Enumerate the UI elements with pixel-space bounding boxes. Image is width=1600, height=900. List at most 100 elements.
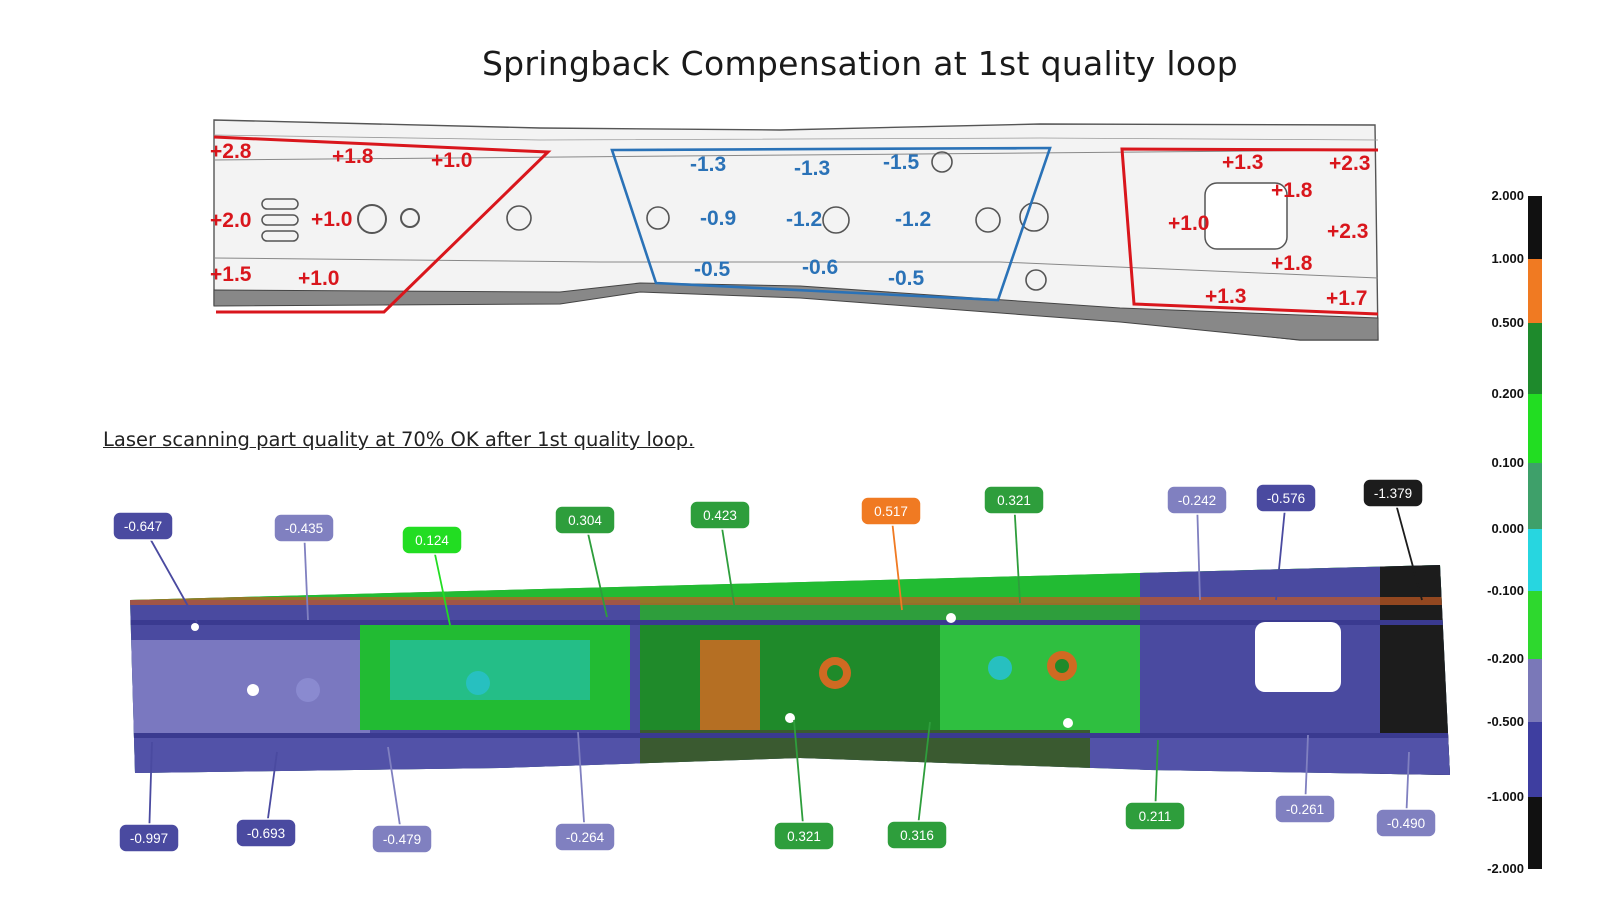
scale-band [1528,463,1542,529]
page-title: Springback Compensation at 1st quality l… [481,44,1239,83]
scale-tick-label: -0.100 [1487,583,1524,598]
callout-box [1362,478,1424,508]
compensation-value-right: +1.8 [1271,252,1313,275]
compensation-value-middle: -1.3 [794,157,830,180]
scale-band [1528,722,1542,797]
callout-leader [1013,499,1021,604]
scale-tick-label: -0.500 [1487,714,1524,729]
deviation-callout: 0.321 [773,719,835,851]
callout-value: 0.423 [703,508,737,523]
compensation-value-middle: -0.9 [700,207,736,230]
deviation-callout: -0.490 [1375,751,1437,838]
compensation-zone-right [1120,147,1379,316]
compensation-value-left: +1.0 [298,267,339,290]
callout-leader [793,719,805,837]
compensation-value-left: +1.5 [210,263,252,286]
compensation-value-left: +1.8 [332,145,374,168]
compensation-value-middle: -1.2 [895,208,931,231]
callout-value: -1.379 [1374,486,1412,501]
deviation-callout: 0.423 [689,500,751,611]
callout-box [1375,808,1437,838]
compensation-value-middle: -1.5 [883,151,920,174]
scale-tick-label: -2.000 [1487,861,1524,876]
callout-leader [584,519,608,618]
callout-value: -0.261 [1286,802,1324,817]
compensation-zone-left [213,135,552,314]
deviation-callout: -0.576 [1255,483,1317,601]
deviation-callout: 0.304 [554,505,616,618]
callout-value: 0.124 [415,533,449,548]
scale-band [1528,591,1542,659]
deviation-callout: -1.379 [1362,478,1424,601]
deviation-callout: -0.261 [1274,734,1336,824]
compensation-value-right: +2.3 [1329,152,1370,175]
deviation-callout: 0.211 [1124,739,1186,831]
compensation-value-middle: -1.3 [690,153,726,176]
callout-box [983,485,1045,515]
compensation-value-left: +2.0 [210,209,251,232]
deviation-callout: -0.264 [554,731,616,852]
callout-value: -0.647 [124,519,162,534]
callout-leader [1275,497,1287,601]
scale-band [1528,529,1542,591]
scan-caption: Laser scanning part quality at 70% OK af… [103,428,695,451]
compensation-value-left: +1.0 [311,208,352,231]
scale-band [1528,196,1542,259]
callout-value: -0.576 [1267,491,1305,506]
callout-leader [142,525,198,623]
scale-band [1528,394,1542,463]
callout-box [273,513,335,543]
scale-tick-label: -1.000 [1487,789,1524,804]
callout-value: 0.321 [997,493,1031,508]
callout-value: 0.316 [900,828,934,843]
callout-box [689,500,751,530]
callout-box [371,824,433,854]
callout-box [886,820,948,850]
callout-box [118,823,180,853]
compensation-value-right: +1.3 [1205,285,1246,308]
callout-box [1124,801,1186,831]
scale-tick-label: 0.500 [1491,315,1524,330]
deviation-callout: -0.647 [112,511,198,623]
callout-value: 0.517 [874,504,908,519]
scale-tick-label: 0.200 [1491,386,1524,401]
compensation-value-middle: -0.6 [802,256,838,279]
deviation-callout: -0.479 [371,746,433,854]
callout-value: 0.304 [568,513,602,528]
scale-tick-label: 2.000 [1491,188,1524,203]
deviation-callout: -0.693 [235,751,297,848]
callout-value: -0.479 [383,832,421,847]
callout-box [235,818,297,848]
callout-leader [577,731,586,838]
compensation-value-right: +1.7 [1326,287,1367,310]
callout-leader [1196,499,1201,601]
callout-leader [303,527,309,621]
callout-box [554,505,616,535]
compensation-value-right: +1.0 [1168,212,1209,235]
scale-tick-label: 0.000 [1491,521,1524,536]
cad-part-outline [213,119,1379,341]
deviation-callout: 0.124 [401,525,463,626]
compensation-value-right: +1.8 [1271,179,1313,202]
callout-box [112,511,174,541]
scale-tick-label: 0.100 [1491,455,1524,470]
compensation-value-left: +2.8 [210,140,252,163]
callout-box [860,496,922,526]
callout-value: 0.211 [1139,809,1172,824]
callout-leader [890,510,903,611]
callout-value: -0.490 [1387,816,1425,831]
callout-value: -0.242 [1178,493,1216,508]
scale-tick-label: 1.000 [1491,251,1524,266]
callout-leader [719,514,736,611]
callout-value: -0.264 [566,830,605,845]
deviation-callout: -0.997 [118,741,180,853]
callout-value: -0.435 [285,521,323,536]
deviation-callout: 0.517 [860,496,922,611]
callout-leader [916,721,931,836]
compensation-zone-middle [610,146,1052,302]
callout-box [554,822,616,852]
deviation-callout: 0.321 [983,485,1045,604]
compensation-value-right: +2.3 [1327,220,1368,243]
